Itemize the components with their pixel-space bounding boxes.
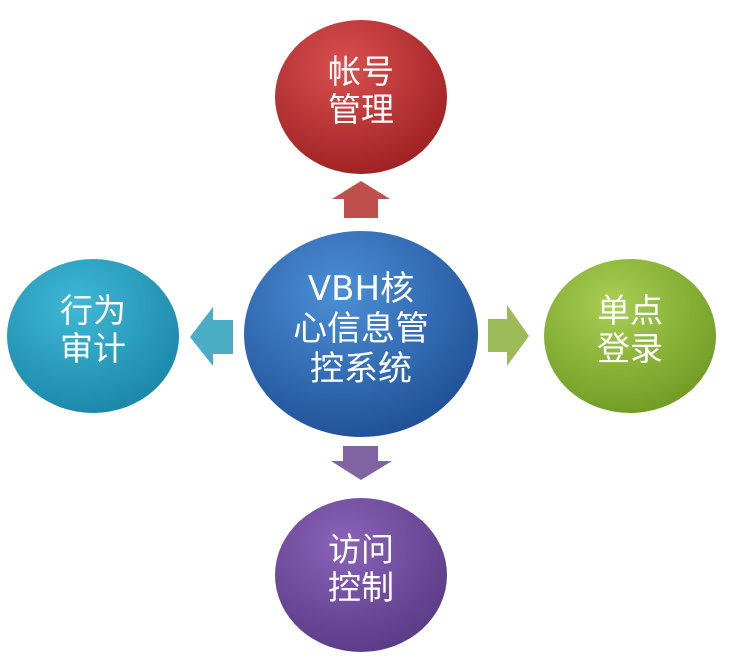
node-account-management: 帐号 管理 [275, 20, 447, 174]
node-access-line-1: 访问 [328, 530, 394, 569]
node-single-sign-on: 单点 登录 [544, 259, 716, 413]
node-access-line-2: 控制 [328, 568, 394, 607]
node-sso-line-2: 登录 [597, 329, 663, 368]
node-audit-line-1: 行为 [60, 291, 126, 330]
node-behavior-audit: 行为 审计 [7, 259, 179, 413]
node-audit-line-2: 审计 [60, 329, 126, 368]
node-core-line-1: VBH核 [308, 269, 414, 309]
arrow-up-to-account [332, 181, 390, 218]
node-account-line-1: 帐号 [328, 52, 394, 91]
node-core-line-2: 心信息管 [293, 309, 429, 349]
node-access-control: 访问 控制 [275, 498, 447, 652]
node-core-line-3: 控系统 [310, 349, 412, 389]
node-core-system: VBH核 心信息管 控系统 [244, 231, 478, 437]
arrow-left-to-audit [190, 307, 233, 366]
node-account-line-2: 管理 [328, 90, 394, 129]
arrow-down-to-access [331, 446, 392, 480]
arrow-right-to-sso [488, 305, 529, 366]
node-sso-line-1: 单点 [597, 291, 663, 330]
